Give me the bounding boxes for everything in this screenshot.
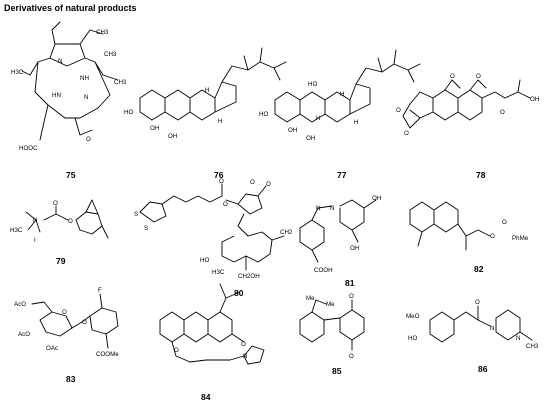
atom-label: O (250, 179, 255, 186)
compound-83: AcO AcO OAc O O F COOMe 83 (14, 287, 119, 384)
atom-label: OH (306, 135, 315, 142)
compound-number: 82 (474, 264, 484, 274)
atom-label: O (502, 219, 507, 226)
page-title: Derivatives of natural products (4, 3, 137, 13)
atom-label: S (144, 225, 148, 232)
atom-label: O (82, 319, 87, 326)
compound-81: N N OH OH COOH 81 (299, 195, 381, 288)
atom-label: H3C (212, 269, 225, 276)
atom-label: Me (326, 301, 335, 308)
atom-label: N (490, 325, 494, 332)
atom-label: N (516, 335, 520, 342)
compound-number: 86 (478, 364, 488, 374)
atom-label: N (243, 353, 247, 360)
compound-84: O O N 84 (159, 283, 265, 402)
compound-number: 75 (66, 170, 76, 180)
compound-number: 83 (66, 374, 76, 384)
atom-label: MeO (406, 313, 420, 320)
atom-label: OAc (46, 345, 58, 352)
atom-label: H (340, 91, 344, 98)
atom-label: N (330, 205, 334, 212)
atom-label: O (241, 341, 246, 348)
atom-label: H3C (10, 227, 23, 234)
atom-label: AcO (14, 301, 26, 308)
atom-label: CH3 (526, 343, 539, 350)
atom-label: O (62, 309, 67, 316)
compound-number: 80 (234, 288, 244, 298)
compound-number: 85 (332, 366, 342, 376)
atom-label: F (98, 287, 102, 294)
atom-label: H (316, 115, 320, 122)
atom-label: O (223, 201, 228, 208)
atom-label: N (84, 94, 88, 101)
atom-label: N (33, 217, 37, 224)
atom-label: OH (150, 125, 159, 132)
atom-label: COOH (314, 267, 333, 274)
compound-number: 79 (56, 256, 66, 266)
atom-label: O (174, 347, 179, 354)
atom-label: N (58, 58, 62, 65)
atom-label: HO (259, 111, 268, 118)
atom-label: O (219, 178, 224, 185)
atom-label: HO (124, 109, 133, 116)
compound-number: 76 (214, 170, 224, 180)
atom-label: S (134, 211, 138, 218)
atom-label: OH (530, 96, 539, 103)
compound-number: 84 (201, 392, 211, 402)
atom-label: CH3 (114, 79, 127, 86)
atom-label: OH (288, 127, 297, 134)
atom-label: NH (80, 75, 89, 82)
atom-label: O (53, 200, 58, 207)
atom-label: HN (52, 92, 61, 99)
atom-label: OH (350, 245, 359, 252)
atom-label: HO (200, 257, 209, 264)
atom-label: PhMe (512, 235, 529, 242)
atom-label: HO (308, 81, 317, 88)
atom-label: H3C (11, 69, 24, 76)
atom-label: N (316, 205, 320, 212)
compound-86: MeO HO O N N CH3 86 (406, 299, 539, 374)
atom-label: H (205, 87, 209, 94)
atom-label: O (476, 73, 481, 80)
atom-label: O (490, 233, 495, 240)
atom-label: H (354, 119, 358, 126)
atom-label: OH (168, 133, 177, 140)
compound-75: H3C CH3 CH3 CH3 N NH HN N HOOC O 75 (11, 21, 127, 180)
atom-label: O (349, 293, 354, 300)
atom-label: OH (372, 195, 381, 202)
atom-label: O (475, 299, 480, 306)
compound-77: HO H H H HO OH OH 77 (259, 49, 421, 180)
atom-label: HO (408, 335, 417, 342)
atom-label: O (396, 107, 401, 114)
atom-label: O (450, 73, 455, 80)
atom-label: Me (306, 295, 315, 302)
compound-82: O O PhMe 82 (409, 201, 529, 274)
compound-number: 78 (476, 170, 486, 180)
atom-label: CH3 (96, 29, 109, 36)
atom-label: O (500, 109, 505, 116)
atom-label: CH2OH (238, 273, 260, 280)
atom-label: CH3 (104, 51, 117, 58)
atom-label: I (34, 237, 36, 244)
atom-label: O (68, 218, 73, 225)
compound-number: 77 (337, 170, 347, 180)
atom-label: H (218, 118, 222, 125)
atom-label: O (349, 353, 354, 360)
atom-label: O (86, 136, 91, 143)
atom-label: CH2 (280, 229, 293, 236)
atom-label: O (404, 130, 409, 137)
compound-80: S S O O O O HO H3C CH2OH CH2 80 (134, 178, 293, 298)
atom-label: AcO (18, 331, 30, 338)
compound-78: O O O O O OH 78 (396, 73, 539, 180)
atom-label: HOOC (19, 145, 38, 152)
compound-76: H H HO OH OH 76 (124, 47, 287, 180)
compound-79: N H3C I O O 79 (10, 199, 109, 266)
compound-85: Me Me O O 85 (299, 293, 365, 376)
atom-label: O (266, 181, 271, 188)
compound-number: 81 (345, 278, 355, 288)
atom-label: COOMe (96, 351, 119, 358)
